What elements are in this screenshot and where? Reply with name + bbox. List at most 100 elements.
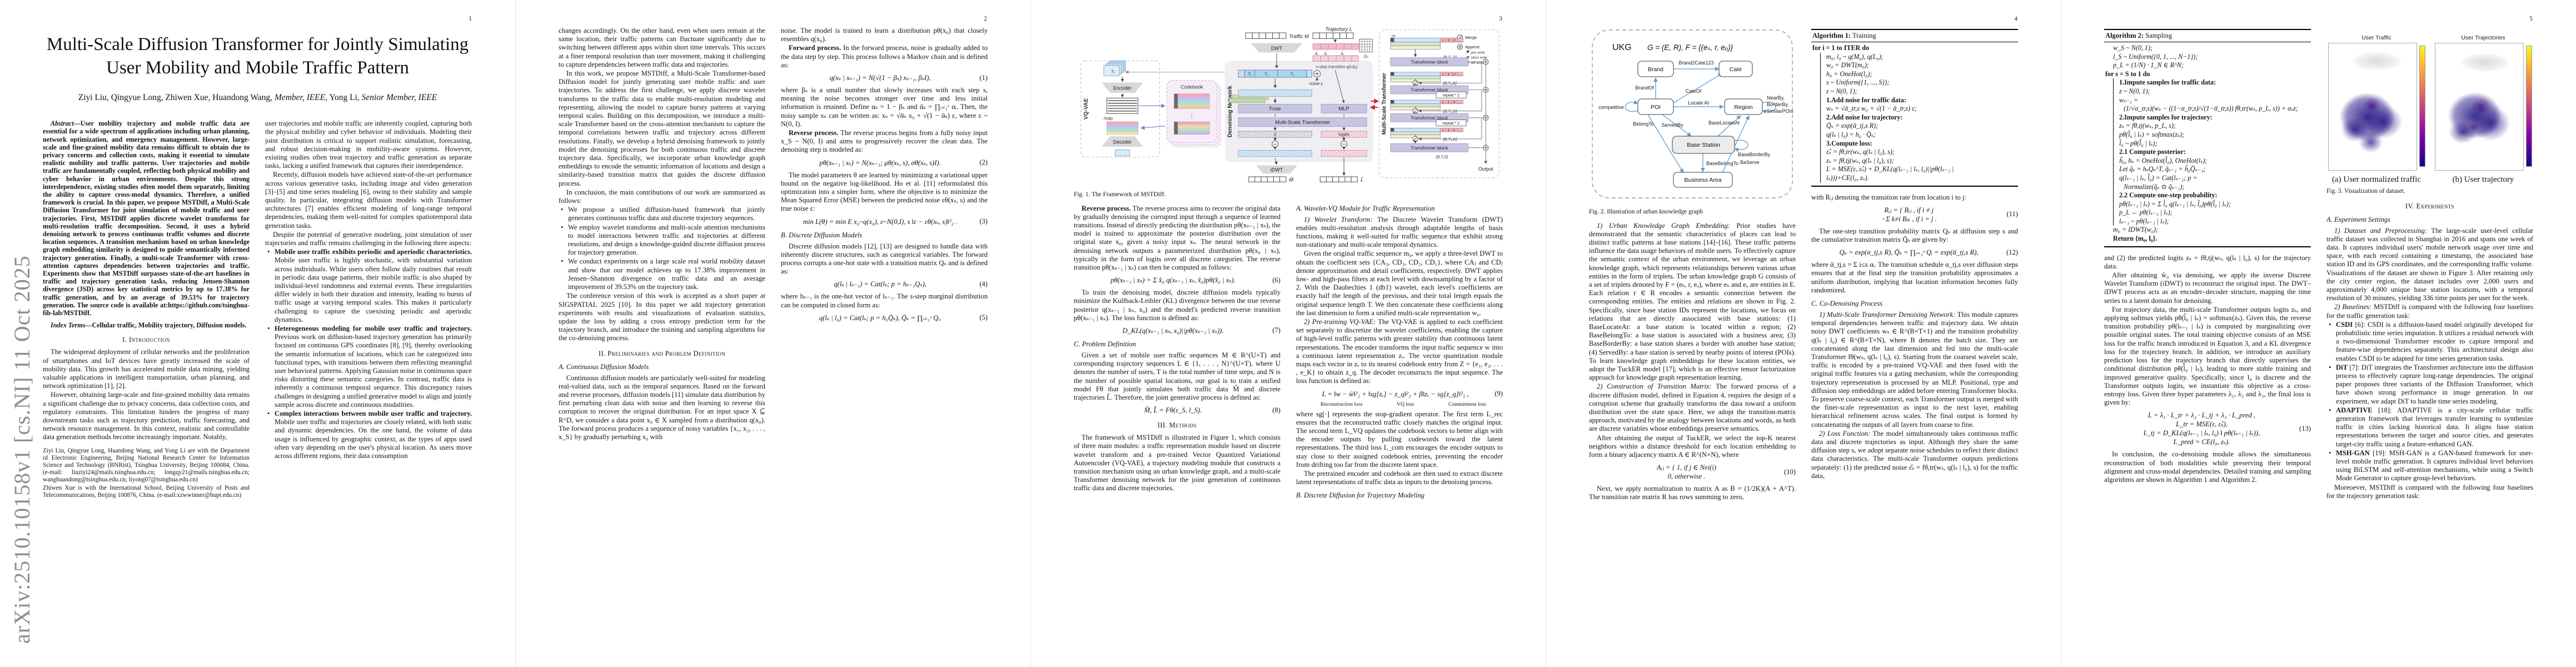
algorithm-name: Sampling bbox=[2144, 32, 2173, 39]
algorithm-line: wₛ₋₁ = bbox=[2119, 96, 2138, 104]
equation-8: M̂, L̂ = Fθ(ε_S, l_S).(8) bbox=[1074, 406, 1280, 415]
paragraph: Discrete diffusion models [12], [13] are… bbox=[781, 242, 988, 276]
map-label: map bbox=[1104, 116, 1113, 121]
subsection-heading: C. Problem Definition bbox=[1074, 340, 1136, 348]
index-terms-text: Cellular traffic, Mobility trajectory, D… bbox=[92, 321, 247, 330]
paragraph: The widespread deployment of cellular ne… bbox=[43, 348, 250, 390]
underbrace-label: Reconstruction loss bbox=[1321, 401, 1363, 407]
list-item-lead: CSDI bbox=[2336, 320, 2353, 328]
encoder-label: Encoder bbox=[1113, 85, 1132, 91]
paragraph: user trajectories and mobile traffic are… bbox=[265, 120, 472, 170]
author-role: Member, IEEE bbox=[274, 93, 326, 103]
mhat-label: M̂ bbox=[1289, 177, 1293, 183]
pos-emb-label: pos emb bbox=[1471, 51, 1484, 54]
equation-line: 0, otherwise . bbox=[1667, 472, 1706, 481]
svg-text:⋮: ⋮ bbox=[1189, 113, 1195, 120]
equation-body: Aᵢⱼ = { 1, if j ∈ Nei(i)0, otherwise . bbox=[1589, 463, 1784, 481]
list-item: DiT [7]: DiT integrates the Transformer … bbox=[2326, 364, 2533, 406]
equation-number: (12) bbox=[2006, 248, 2018, 256]
ukg-formula: G = (E, R), F = {(eₛ, r, eₒ)} bbox=[1647, 43, 1733, 52]
equation-number: (11) bbox=[2006, 210, 2018, 218]
algorithm-name: Training bbox=[1851, 32, 1876, 39]
paragraph: where ᾱ_tj,s = Σ i≤s αᵢ. The transition … bbox=[1811, 261, 2018, 294]
section-heading: III. Methods bbox=[1157, 421, 1197, 430]
seg-label: T₃ bbox=[1291, 72, 1294, 76]
algorithm-line: for i = 1 to ITER do bbox=[1812, 44, 1870, 52]
list-item-lead: MSH-GAN bbox=[2336, 449, 2370, 457]
algorithm-line: L = MSE(ε, ε̂ₛ) + D_KL(q(lₛ₋₁ | lₛ, l₀)|… bbox=[1826, 165, 1954, 173]
paragraph: with Rᵢⱼ denoting the transition rate fr… bbox=[1811, 193, 1966, 201]
diff-emb-label: diff emb bbox=[1471, 61, 1483, 65]
equation-line: L_tj = D_KL(q(lₛ₋₁ | lₛ, l₀) ‖ pθ(lₛ₋₁ |… bbox=[2143, 429, 2260, 437]
equation-2: pθ(xₛ₋₁ | xₛ) = N(xₛ₋₁; μθ(xₛ, s), σθ(xₛ… bbox=[781, 158, 988, 167]
column: user trajectories and mobile traffic are… bbox=[265, 120, 472, 622]
equation-11: Rᵢⱼ = { Bᵢⱼ , if i ≠ j−Σ k≠i Bᵢₖ , if i … bbox=[1811, 206, 2018, 223]
column: noise. The model is trained to learn a d… bbox=[781, 27, 988, 649]
algorithm-line: zₛ = fθ,tj(wₛ, p_L, s); bbox=[2119, 122, 2176, 130]
edge-label: BaseBorderBy bbox=[1738, 152, 1771, 157]
abstract-text: User mobility trajectory and mobile traf… bbox=[43, 120, 250, 317]
paragraph-text: Prior studies have demonstrated that the… bbox=[1589, 221, 1796, 382]
list-item-text: Mobile user traffic is highly stochastic… bbox=[275, 256, 472, 323]
algorithm-line: 2.Impute samples for trajectory: bbox=[2119, 113, 2213, 121]
idx: 9 bbox=[1453, 101, 1455, 104]
idx: 5 bbox=[1453, 129, 1455, 132]
idx: 17 bbox=[1452, 39, 1456, 42]
paragraph-lead: 2) Pre-training VQ-VAE: bbox=[1304, 317, 1376, 326]
paragraph-text: The reverse process aims to recover the … bbox=[1074, 204, 1280, 271]
trajectory-label: Trajectory L bbox=[1326, 26, 1352, 32]
figure-3b: User Trajectories (b) User trajectory bbox=[2434, 34, 2533, 185]
paragraph: where hₛ₋₁ is the one-hot vector of lₛ₋₁… bbox=[781, 292, 988, 309]
section-heading: I. Introduction bbox=[122, 336, 170, 344]
paragraph: noise. The model is trained to learn a d… bbox=[781, 27, 988, 43]
algorithm-line: h₀ = OneHot(l₀); bbox=[1826, 69, 1872, 78]
column: User Traffic (a) User normalized traffic… bbox=[2326, 27, 2533, 649]
vqvae-label: VQ-VAE bbox=[1083, 98, 1089, 120]
paragraph: The pretrained encoder and codebook are … bbox=[1296, 469, 1503, 486]
idx: 1 bbox=[1442, 101, 1443, 104]
list-item: ADAPTIVE [18]: ADAPTIVE is a city-scale … bbox=[2326, 406, 2533, 449]
seg-label: T₁ bbox=[1248, 72, 1252, 76]
page-number: 5 bbox=[2529, 16, 2533, 22]
transition-bars bbox=[1312, 43, 1359, 62]
figure-1: VQ-VAE T₁ Encoder map bbox=[1074, 24, 1503, 199]
figure-3: User Traffic (a) User normalized traffic… bbox=[2326, 34, 2533, 196]
codebook-label: Codebook bbox=[1180, 84, 1203, 90]
idx: ... bbox=[1458, 39, 1461, 42]
edge-label: BrandOf bbox=[1635, 85, 1654, 91]
algorithm-line: 1.Impute samples for traffic data: bbox=[2119, 78, 2216, 87]
qs-matrix: Qₛ bbox=[1359, 38, 1373, 59]
edge-label: BorderBy, bbox=[1767, 102, 1788, 107]
paragraph-lead: 2) Baselines: bbox=[2334, 303, 2371, 311]
list-item: MSH-GAN [19]: MSH-GAN is a GAN-based fra… bbox=[2326, 449, 2533, 483]
decoder-label: Decoder bbox=[1113, 139, 1132, 145]
algorithm-line: lₛ)))+CE(l₀, zₛ). bbox=[1826, 173, 1869, 182]
algorithm-line: pθ(l̂₀ | lₛ) = softmax(zₛ); bbox=[2119, 130, 2185, 138]
qs-label: Qₛ bbox=[1364, 54, 1369, 59]
paragraph-lead: Reverse process. bbox=[1082, 204, 1131, 212]
idx: ... bbox=[1458, 101, 1461, 104]
subsection-heading: B. Discrete Diffusion for Trajectory Mod… bbox=[1296, 491, 1425, 500]
paragraph: where sg[·] represents the stop-gradient… bbox=[1296, 410, 1503, 469]
paragraph: In conclusion, the co-denoising module a… bbox=[2104, 450, 2311, 484]
ukg-diagram: UKG G = (E, R), F = {(eₛ, r, eₒ)} Brand2… bbox=[1592, 29, 1793, 198]
output-label: Output bbox=[1478, 166, 1493, 172]
idx: 1 bbox=[1442, 39, 1443, 42]
page-1: 1 arXiv:2510.10158v1 [cs.NI] 11 Oct 2025… bbox=[0, 0, 515, 667]
traffic-input: Traffic M bbox=[1245, 32, 1309, 39]
equation-9: L = ‖w − ŵ‖²₂ + ‖sg[zₑ] − z_q‖²₂ + β‖zₑ … bbox=[1296, 390, 1503, 399]
page-3: 3 VQ-VAE bbox=[1030, 0, 1546, 667]
paragraph: and (2) the predicted logits zₛ = fθ,tj(… bbox=[2104, 253, 2311, 270]
idx: ... bbox=[1458, 73, 1461, 76]
paragraph-text: The model simultaneously takes continuou… bbox=[1811, 429, 2018, 480]
decoder-input-stripes bbox=[1107, 121, 1138, 135]
column: UKG G = (E, R), F = {(eₛ, r, eₒ)} Brand2… bbox=[1589, 27, 1796, 649]
traffic-heatmap bbox=[2328, 43, 2425, 171]
equation-10: Aᵢⱼ = { 1, if j ∈ Nei(i)0, otherwise .(1… bbox=[1589, 463, 1796, 481]
algorithm-line: 3.Compute loss: bbox=[1826, 139, 1872, 147]
equation-body: L = ‖w − ŵ‖²₂ + ‖sg[zₑ] − z_q‖²₂ + β‖zₑ … bbox=[1322, 390, 1469, 398]
traffic-label: Traffic M bbox=[1289, 33, 1309, 39]
logits-label: logits bbox=[1338, 131, 1349, 137]
algorithm-line: zₛ = fθ,tj(wₛ, q(lₛ | l₀), s); bbox=[1826, 156, 1894, 165]
